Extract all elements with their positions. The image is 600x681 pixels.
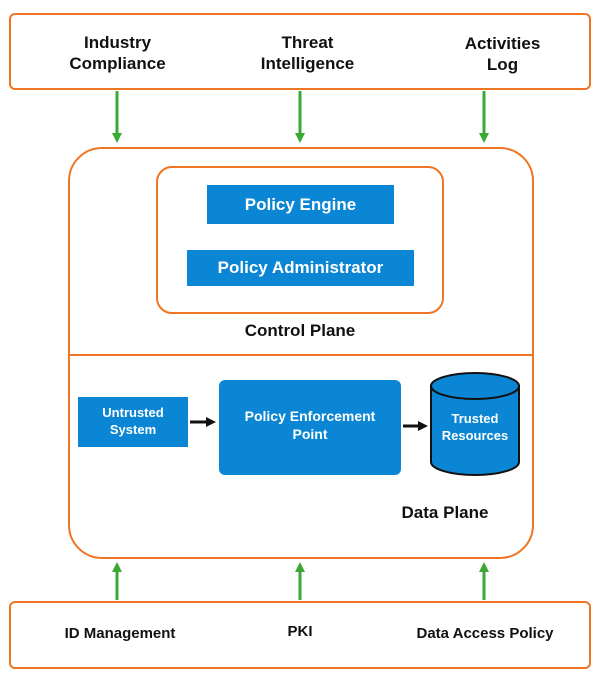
plane-divider — [68, 354, 534, 356]
pki-label: PKI — [287, 623, 313, 640]
data-access-policy-label: Data Access Policy — [416, 625, 554, 642]
top-input-bar — [9, 13, 591, 90]
policy-engine-box: Policy Engine — [207, 185, 394, 224]
policy-administrator-box: Policy Administrator — [187, 250, 414, 286]
bottom-input-bar — [9, 601, 591, 669]
threat-intelligence-label: Threat Intelligence — [260, 33, 355, 74]
policy-administrator-label: Policy Administrator — [217, 258, 384, 277]
id-management-label: ID Management — [64, 625, 176, 642]
industry-compliance-label: Industry Compliance — [69, 33, 166, 74]
activities-log-label: Activities Log — [464, 34, 541, 75]
trusted-resources-label: Trusted Resources — [441, 411, 509, 443]
policy-enforcement-point-box: Policy Enforcement Point — [219, 380, 401, 475]
data-plane-label: Data Plane — [401, 503, 489, 522]
policy-engine-label: Policy Engine — [244, 194, 357, 214]
untrusted-system-box: Untrusted System — [78, 397, 188, 447]
control-plane-label: Control Plane — [244, 321, 356, 340]
